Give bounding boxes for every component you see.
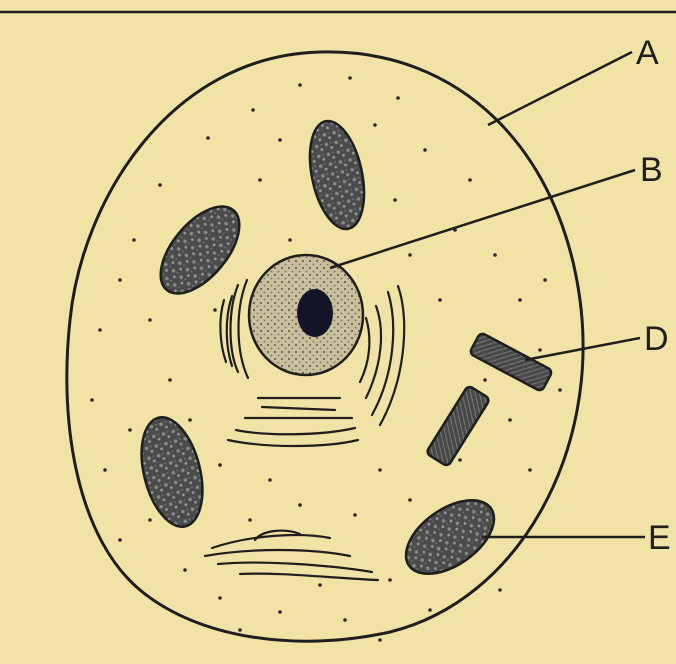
cytoplasm-dot [378, 638, 382, 642]
label-d: D [644, 322, 669, 356]
cytoplasm-dot [318, 583, 322, 587]
cytoplasm-dot [148, 318, 152, 322]
cytoplasm-dot [528, 468, 532, 472]
label-a: A [636, 36, 659, 70]
cytoplasm-dot [168, 378, 172, 382]
cytoplasm-dot [538, 348, 542, 352]
cytoplasm-dot [118, 278, 122, 282]
cytoplasm-dot [543, 278, 547, 282]
membrane-stack-bottom [228, 398, 358, 446]
cytoplasm-dot [508, 418, 512, 422]
cytoplasm-dot [518, 298, 522, 302]
cytoplasm-dot [423, 148, 427, 152]
rod-organelle-d [469, 332, 553, 392]
label-b: B [640, 153, 663, 187]
cytoplasm-dot [268, 478, 272, 482]
mitochondrion-lower-left [131, 411, 212, 533]
cytoplasm-dot [188, 418, 192, 422]
cytoplasm-dot [408, 253, 412, 257]
leader-line-a [488, 52, 632, 125]
cytoplasm-dot [248, 518, 252, 522]
cytoplasm-dot [90, 398, 94, 402]
cytoplasm-dot [258, 178, 262, 182]
nucleus [249, 255, 363, 375]
cytoplasm-dot [498, 588, 502, 592]
cytoplasm-dot [298, 503, 302, 507]
membrane-stack-right [360, 286, 404, 425]
rod-organelle-lower [426, 385, 490, 467]
cytoplasm-dot [468, 178, 472, 182]
cytoplasm-dot [353, 513, 357, 517]
cytoplasm-dot [348, 76, 352, 80]
cytoplasm-dot [158, 183, 162, 187]
cytoplasm-dot [438, 298, 442, 302]
cytoplasm-dot [458, 458, 462, 462]
cytoplasm-dot [132, 238, 136, 242]
leader-lines [330, 52, 645, 537]
cytoplasm-dot [288, 238, 292, 242]
cytoplasm-dot [396, 96, 400, 100]
cytoplasm-dot [483, 378, 487, 382]
leader-line-b [330, 170, 635, 268]
cytoplasm-dot [118, 538, 122, 542]
cytoplasm-dot [128, 428, 132, 432]
cytoplasm-dot [218, 463, 222, 467]
cytoplasm-dot [388, 578, 392, 582]
cytoplasm-dot [183, 568, 187, 572]
cytoplasm-dot [278, 138, 282, 142]
membrane-stack-base [205, 531, 378, 580]
cytoplasm-dot [148, 518, 152, 522]
cytoplasm-dot [298, 83, 302, 87]
cytoplasm-dot [373, 123, 377, 127]
cytoplasm-dot [206, 136, 210, 140]
label-e: E [648, 521, 671, 555]
membrane-stack-left [220, 280, 248, 378]
cytoplasm-dot [278, 610, 282, 614]
cytoplasm-dot [251, 108, 255, 112]
cytoplasm-dot [218, 596, 222, 600]
mitochondrion-top [301, 116, 373, 234]
cytoplasm-dot [378, 468, 382, 472]
cytoplasm-dot [408, 498, 412, 502]
nucleolus [297, 289, 333, 337]
cytoplasm-dot [558, 388, 562, 392]
cytoplasm-dot [493, 253, 497, 257]
cytoplasm-dot [213, 308, 217, 312]
mitochondrion-upper-left [146, 193, 254, 307]
cytoplasm-dot [343, 618, 347, 622]
cytoplasm-dot [238, 628, 242, 632]
cytoplasm-dot [98, 328, 102, 332]
cytoplasm-dot [428, 608, 432, 612]
cytoplasm-dot [393, 198, 397, 202]
cytoplasm-dot [103, 468, 107, 472]
